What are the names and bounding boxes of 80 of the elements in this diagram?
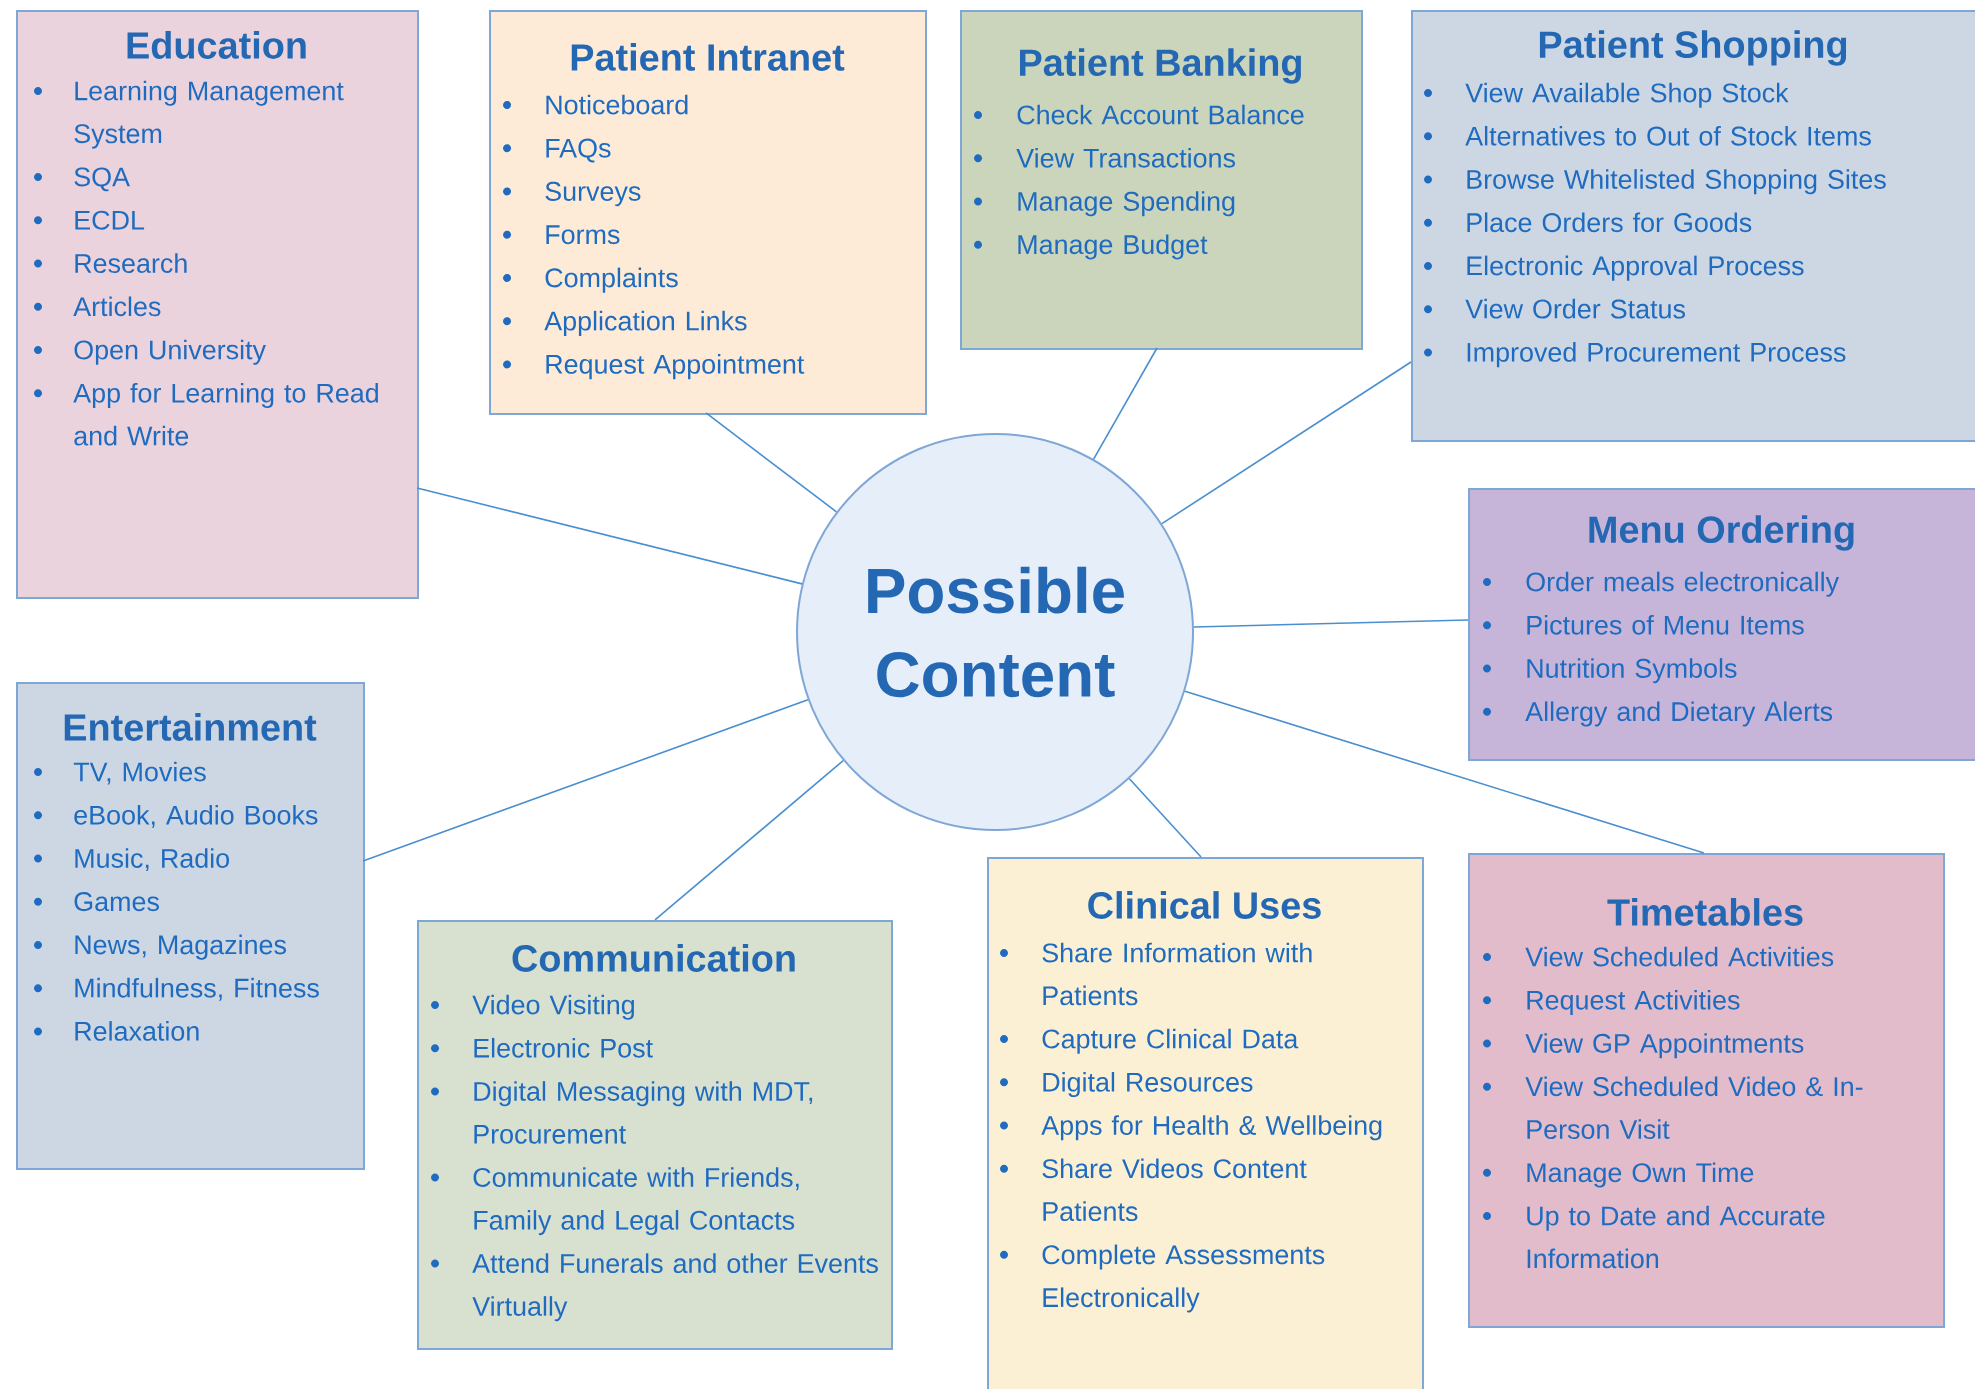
list-item: Complaints bbox=[545, 267, 678, 293]
box-heading: Education bbox=[127, 31, 306, 59]
topic-box bbox=[1468, 488, 1975, 761]
list-item: Relaxation bbox=[75, 1021, 199, 1041]
topic-box bbox=[16, 10, 419, 599]
list-item: Electronic Approval Process bbox=[1467, 255, 1804, 281]
box-heading: Timetables bbox=[1607, 898, 1803, 926]
box-heading: Patient Banking bbox=[1020, 48, 1301, 84]
list-item: Manage Spending bbox=[1018, 191, 1235, 217]
list-item: Order meals electronically bbox=[1526, 571, 1840, 597]
list-item: Noticeboard bbox=[546, 94, 688, 115]
connector-line bbox=[705, 412, 838, 513]
list-item: Application Links bbox=[544, 310, 747, 336]
connector-line bbox=[1193, 619, 1469, 628]
list-item: TV, Movies bbox=[73, 761, 206, 785]
list-item: News, Magazines bbox=[75, 934, 286, 960]
list-item: Research bbox=[75, 253, 187, 273]
list-item: View Order Status bbox=[1465, 298, 1685, 319]
list-item: Request Activities bbox=[1527, 989, 1740, 1015]
list-item: SQA bbox=[74, 167, 130, 192]
list-item: ECDL bbox=[75, 210, 145, 230]
list-item: View Transactions bbox=[1016, 147, 1235, 168]
list-item: Capture Clinical Data bbox=[1042, 1028, 1299, 1054]
list-item: Manage Budget bbox=[1018, 234, 1208, 260]
list-item: Mindfulness, Fitness bbox=[75, 977, 319, 1001]
list-item: Complete Assessments Electronically bbox=[1042, 1244, 1325, 1313]
list-item: Browse Whitelisted Shopping Sites bbox=[1467, 169, 1886, 195]
box-heading: Patient Shopping bbox=[1539, 30, 1847, 66]
list-item: Communicate with Friends, Family and Legal Contacts bbox=[473, 1167, 799, 1236]
list-item: Video Visiting bbox=[472, 994, 634, 1020]
list-item: View Scheduled Activities bbox=[1525, 946, 1834, 967]
topic-box bbox=[1468, 853, 1945, 1328]
list-item: Up to Date and Accurate Information bbox=[1527, 1205, 1825, 1269]
list-item: Nutrition Symbols bbox=[1527, 658, 1737, 684]
list-item: Apps for Health & Wellbeing bbox=[1041, 1115, 1382, 1141]
box-heading: Menu Ordering bbox=[1589, 515, 1854, 551]
list-item: Request Appointment bbox=[546, 354, 805, 380]
list-item: App for Learning to Read and Write bbox=[73, 382, 378, 446]
list-item: Pictures of Menu Items bbox=[1527, 614, 1804, 635]
connector-line bbox=[1161, 361, 1412, 525]
list-item: Attend Funerals and other Events Virtually bbox=[472, 1253, 878, 1322]
topic-box bbox=[489, 10, 927, 415]
list-item: Games bbox=[74, 892, 159, 912]
list-item: Share Videos Content Patients bbox=[1042, 1158, 1307, 1222]
list-item: Learning Management System bbox=[74, 80, 344, 149]
connector-line bbox=[362, 698, 809, 862]
connector-line bbox=[1184, 690, 1705, 854]
topic-box bbox=[417, 920, 893, 1350]
list-item: Articles bbox=[73, 296, 161, 317]
list-item: Improved Procurement Process bbox=[1467, 342, 1846, 368]
connector-line bbox=[654, 759, 844, 921]
list-item: Electronic Post bbox=[474, 1037, 653, 1058]
box-heading: Patient Intranet bbox=[571, 43, 845, 71]
list-item: Digital Messaging with MDT, Procurement bbox=[474, 1081, 813, 1144]
list-item: Check Account Balance bbox=[1017, 104, 1304, 125]
box-heading: Communication bbox=[512, 944, 795, 972]
list-item: Digital Resources bbox=[1043, 1072, 1253, 1098]
topic-box bbox=[987, 857, 1424, 1389]
connector-line bbox=[1128, 777, 1202, 858]
connector-line bbox=[1092, 347, 1158, 460]
list-item: eBook, Audio Books bbox=[74, 804, 318, 828]
list-item: Alternatives to Out of Stock Items bbox=[1465, 125, 1871, 146]
list-item: View Available Shop Stock bbox=[1465, 82, 1789, 108]
topic-box bbox=[960, 10, 1363, 350]
connector-line bbox=[416, 487, 803, 585]
list-item: Music, Radio bbox=[75, 848, 229, 872]
list-item: View GP Appointments bbox=[1525, 1033, 1804, 1059]
list-item: Place Orders for Goods bbox=[1467, 212, 1752, 233]
box-heading: Entertainment bbox=[64, 713, 317, 741]
list-item: Open University bbox=[74, 339, 266, 365]
list-item: Share Information with Patients bbox=[1042, 942, 1312, 1006]
list-item: Manage Own Time bbox=[1527, 1162, 1754, 1188]
list-item: View Scheduled Video & In-Person Visit bbox=[1525, 1076, 1863, 1139]
topic-box bbox=[16, 682, 365, 1170]
list-item: FAQs bbox=[546, 138, 611, 163]
box-heading: Clinical Uses bbox=[1088, 891, 1321, 919]
list-item: Forms bbox=[546, 225, 620, 245]
topic-box bbox=[1411, 10, 1975, 442]
list-item: Allergy and Dietary Alerts bbox=[1525, 701, 1833, 727]
list-item: Surveys bbox=[545, 181, 641, 207]
